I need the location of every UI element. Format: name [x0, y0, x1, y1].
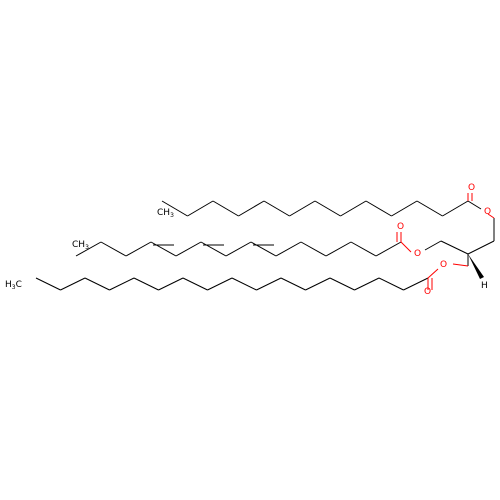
backbone-bond — [424, 240, 442, 251]
chain-bond — [263, 200, 290, 217]
chain-bond — [231, 277, 257, 291]
chain-bond — [365, 200, 392, 217]
methyl-label-middle: CH3 — [72, 240, 89, 251]
chain-bond — [175, 241, 202, 257]
carbonyl-oxygen-top: O — [468, 183, 475, 193]
chain-bond — [125, 241, 152, 257]
chain-bond — [158, 277, 184, 291]
chain-bond — [100, 241, 127, 257]
chain-bond — [329, 277, 355, 291]
chain-bond — [60, 277, 86, 291]
chain-bond — [289, 200, 316, 217]
chain-bond — [225, 241, 252, 257]
chain-bond — [350, 241, 377, 257]
chain-bond — [250, 241, 277, 257]
chain-bond — [416, 200, 443, 217]
ester-bond-o — [487, 213, 495, 219]
ester-oxygen-middle: O — [414, 249, 421, 259]
stereo-hydrogen: H — [481, 281, 488, 291]
chain-bond — [391, 200, 418, 217]
backbone-bond — [440, 240, 469, 255]
chain-bond — [212, 200, 239, 217]
atom-labels: O O O O O O H CH3 CH3 H3C — [5, 183, 491, 297]
chain-bond — [300, 241, 327, 257]
chain-bond — [378, 277, 404, 291]
chain-bond — [256, 277, 282, 291]
stereo-wedge-bond — [468, 254, 484, 279]
methyl-label-bottom: H3C — [5, 280, 22, 291]
chain-bond — [275, 241, 302, 257]
chain-bond — [133, 277, 159, 291]
chain-bond — [325, 241, 352, 257]
chain-bond — [75, 241, 102, 257]
chain-bond — [305, 277, 331, 291]
methyl-label-top: CH3 — [157, 208, 174, 219]
backbone-bond — [467, 240, 495, 255]
chain-bond — [354, 277, 380, 291]
chain-bond — [375, 241, 402, 257]
chain-bond — [150, 241, 177, 257]
chain-bond — [340, 200, 367, 217]
chain-bond — [238, 200, 265, 217]
ester-bond-c — [427, 268, 439, 279]
ester-oxygen-bottom: O — [440, 260, 447, 270]
chain-bond — [403, 277, 429, 291]
carbonyl-oxygen-middle: O — [397, 222, 404, 232]
ester-bond-c — [467, 200, 482, 210]
chain-bond — [200, 241, 227, 257]
bond-lines — [35, 200, 495, 291]
chain-bond — [161, 200, 188, 217]
ester-bond-o — [400, 241, 412, 253]
oxygen-bonds — [396, 193, 495, 290]
carbonyl-oxygen-bottom: O — [424, 287, 431, 297]
ester-oxygen-top: O — [484, 207, 491, 217]
chain-bond — [187, 200, 214, 217]
chain-bond — [182, 277, 208, 291]
ester-bond-o — [452, 263, 469, 267]
chain-bond — [280, 277, 306, 291]
chain-bond — [314, 200, 341, 217]
chain-bond — [207, 277, 233, 291]
chain-bond — [84, 277, 110, 291]
chain-bond — [35, 277, 61, 291]
chain-bond — [109, 277, 135, 291]
chain-bond — [442, 200, 469, 217]
